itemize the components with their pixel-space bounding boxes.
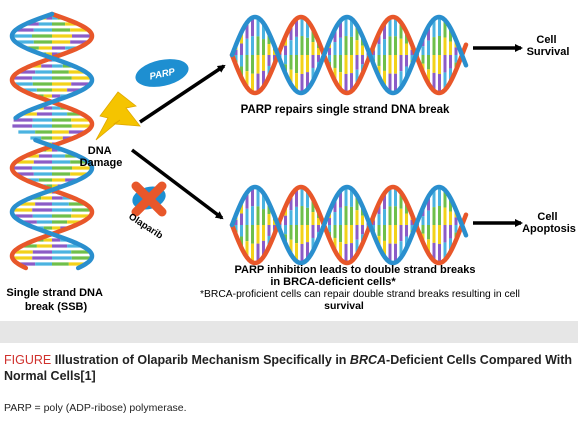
- inhibitor-x-icon: [131, 181, 167, 217]
- caption-divider-band: [0, 321, 578, 343]
- dna-damage-line2: Damage: [80, 157, 123, 169]
- dna-damage-label: DNA Damage: [80, 145, 123, 169]
- caption-text-before: Illustration of Olaparib Mechanism Speci…: [51, 353, 350, 367]
- ssb-label: Single strand DNA break (SSB): [6, 287, 105, 313]
- arrow-to-inhibition: [130, 148, 224, 220]
- helix-bottom-broken: [229, 184, 469, 266]
- inhibition-line2: in BRCA-deficient cells*: [270, 276, 396, 288]
- inhibition-line1: PARP inhibition leads to double strand b…: [234, 264, 475, 276]
- caption-brca-italic: BRCA: [349, 353, 387, 367]
- cell-apoptosis-line2: Apoptosis: [522, 223, 576, 235]
- parp-repairs-label: PARP repairs single strand DNA break: [241, 104, 450, 116]
- caption-footnote: PARP = poly (ADP-ribose) polymerase.: [4, 402, 187, 414]
- lightning-icon: [95, 91, 141, 141]
- parp-badge-icon: [135, 59, 189, 87]
- cell-survival-label: Cell Survival: [527, 34, 570, 58]
- ssb-line1: Single strand DNA: [6, 287, 103, 299]
- dna-helix-layer: [9, 11, 469, 271]
- helix-top-repaired: [229, 14, 469, 96]
- note-line2: survival: [324, 300, 364, 312]
- caption-text-after: -Deficient Cells Compared With Normal Ce…: [4, 353, 573, 383]
- caption-figure-word: FIGURE: [4, 353, 52, 367]
- cell-apoptosis-line1: Cell: [537, 211, 557, 223]
- dna-damage-line1: DNA: [88, 145, 112, 157]
- cell-survival-line2: Survival: [527, 46, 570, 58]
- figure-caption: FIGURE Illustration of Olaparib Mechanis…: [4, 352, 574, 384]
- parp-badge-label: PARP: [149, 66, 177, 82]
- helix-left-ssb: [9, 11, 95, 271]
- cell-survival-line1: Cell: [536, 34, 556, 46]
- arrow-to-repair: [139, 64, 226, 124]
- cell-apoptosis-label: Cell Apoptosis: [522, 211, 576, 235]
- note-line1: *BRCA-proficient cells can repair double…: [200, 289, 520, 300]
- olaparib-label: Olaparib: [126, 211, 164, 241]
- ssb-line2: break (SSB): [25, 301, 88, 313]
